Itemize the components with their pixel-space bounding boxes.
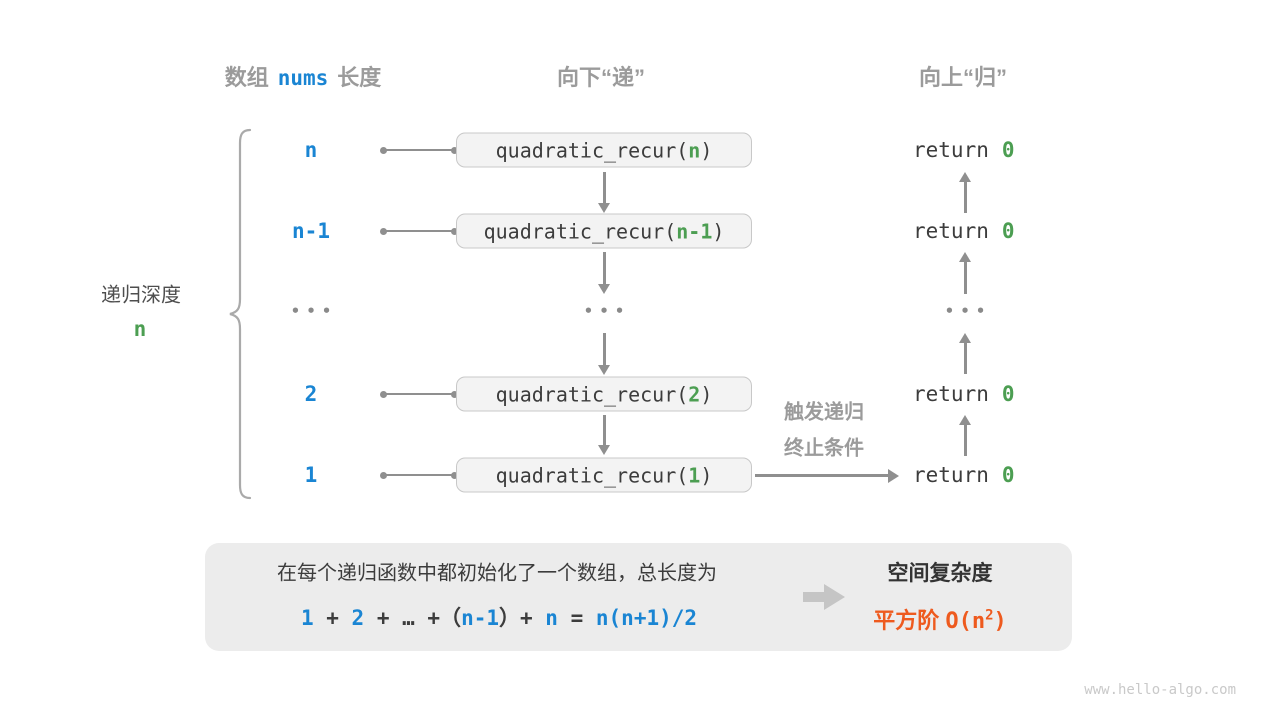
- complexity-bigo: O(n2): [945, 607, 1007, 634]
- connector-line-3: [380, 390, 458, 398]
- header-descend: 向下“递”: [556, 65, 646, 90]
- formula-term: 1: [300, 606, 314, 630]
- return-value: 0: [1001, 463, 1015, 487]
- header-ascend: 向上“归”: [918, 65, 1008, 90]
- down-arrow-3: [598, 333, 610, 375]
- call-text: ): [700, 463, 713, 487]
- length-label-n: n: [304, 138, 318, 162]
- complexity-word: 平方阶: [873, 608, 946, 633]
- call-text: ): [700, 138, 713, 162]
- down-arrow-2: [598, 252, 610, 294]
- formula-op: +: [313, 606, 352, 630]
- return-statement-1: return 0: [913, 138, 1015, 162]
- up-arrow-1: [959, 172, 971, 213]
- call-text: quadratic_recur(: [495, 382, 689, 406]
- return-value: 0: [1001, 219, 1015, 243]
- call-box-n1: quadratic_recur(n-1): [456, 213, 752, 249]
- call-text: quadratic_recur(: [495, 138, 689, 162]
- formula-result: n(n+1)/2: [595, 606, 698, 630]
- call-arg: 2: [688, 382, 701, 406]
- summary-panel: [205, 543, 1072, 651]
- connector-line-4: [380, 471, 458, 479]
- call-arg: n-1: [676, 219, 713, 243]
- down-arrow-1: [598, 172, 610, 213]
- call-text: quadratic_recur(: [495, 463, 689, 487]
- panel-description: 在每个递归函数中都初始化了一个数组，总长度为: [277, 562, 717, 585]
- header-array-prefix: 数组: [224, 65, 269, 90]
- connector-line-2: [380, 227, 458, 235]
- return-statement-3: return 0: [913, 382, 1015, 406]
- formula-term: 2: [351, 606, 365, 630]
- return-keyword: return: [913, 219, 989, 243]
- length-label-1: 1: [304, 463, 318, 487]
- watermark: www.hello-algo.com: [1084, 682, 1236, 698]
- return-statement-2: return 0: [913, 219, 1015, 243]
- call-text: ): [712, 219, 725, 243]
- depth-label: 递归深度: [101, 284, 181, 307]
- connector-line-1: [380, 146, 458, 154]
- call-box-2: quadratic_recur(2): [456, 376, 752, 412]
- ellipsis-dots-labels: •••: [290, 302, 338, 320]
- call-arg: n: [688, 138, 701, 162]
- call-text: quadratic_recur(: [483, 219, 677, 243]
- depth-value: n: [133, 317, 147, 341]
- panel-formula: 1 + 2 + … +（n-1）+ n = n(n+1)/2: [301, 602, 697, 632]
- up-arrow-3: [959, 333, 971, 374]
- return-value: 0: [1001, 138, 1015, 162]
- formula-term: n: [545, 606, 558, 630]
- formula-term: n-1: [461, 606, 499, 630]
- ellipsis-dots-returns: •••: [944, 302, 992, 320]
- up-arrow-4: [959, 415, 971, 456]
- return-keyword: return: [913, 382, 989, 406]
- annotation-line2: 终止条件: [784, 437, 864, 460]
- depth-brace: [229, 128, 252, 500]
- implies-arrow-icon: [803, 584, 845, 610]
- return-value: 0: [1001, 382, 1015, 406]
- header-array-length: 数组 nums 长度: [225, 60, 382, 92]
- return-keyword: return: [913, 463, 989, 487]
- call-box-n: quadratic_recur(n): [456, 132, 752, 168]
- formula-op: + … +（: [364, 606, 462, 630]
- return-keyword: return: [913, 138, 989, 162]
- right-arrow-base-case: [755, 468, 899, 483]
- formula-op: ）+: [499, 606, 546, 630]
- length-label-2: 2: [304, 382, 318, 406]
- call-box-1: quadratic_recur(1): [456, 457, 752, 493]
- annotation-line1: 触发递归: [784, 401, 864, 424]
- header-array-code: nums: [277, 66, 329, 90]
- header-array-suffix: 长度: [337, 65, 382, 90]
- call-arg: 1: [688, 463, 701, 487]
- ellipsis-dots-calls: •••: [583, 302, 631, 320]
- formula-op: =: [557, 606, 596, 630]
- complexity-title: 空间复杂度: [887, 562, 993, 585]
- return-statement-4: return 0: [913, 463, 1015, 487]
- up-arrow-2: [959, 252, 971, 294]
- complexity-value: 平方阶 O(n2): [873, 603, 1007, 635]
- down-arrow-4: [598, 415, 610, 455]
- call-text: ): [700, 382, 713, 406]
- length-label-n1: n-1: [292, 219, 330, 243]
